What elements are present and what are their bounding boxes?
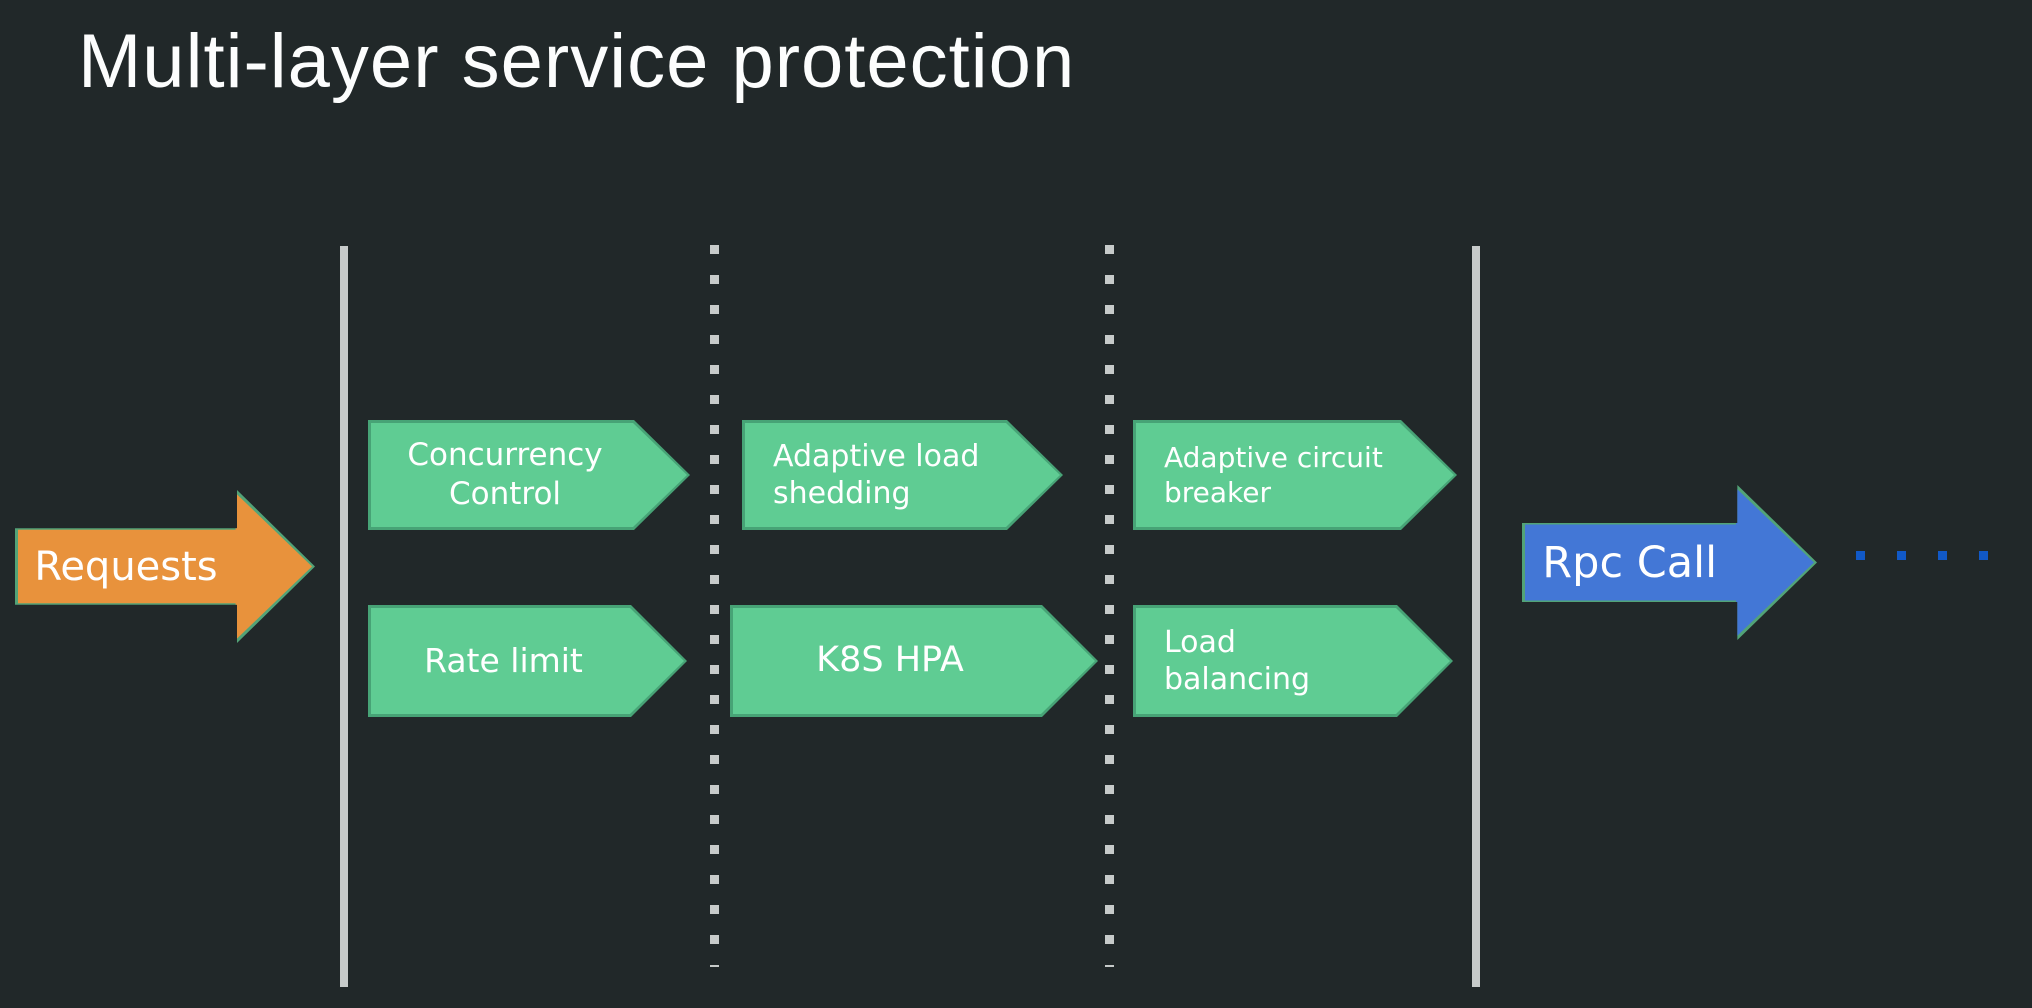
stage-adaptive-load-shedding-label: Adaptive load shedding [773,438,980,511]
continuation-dot [1979,551,1988,560]
stage-k8s-hpa: K8S HPA [730,605,1098,717]
boundary-line-exit [1472,246,1480,987]
stage-concurrency-control-label: Concurrency Control [407,437,603,512]
stage-rate-limit-label: Rate limit [424,641,583,681]
stage-load-balancing: Load balancing [1133,605,1453,717]
stage-fill: Adaptive load shedding [745,423,1060,527]
stage-fill: Load balancing [1136,608,1450,714]
continuation-dot [1897,551,1906,560]
stage-fill: Rate limit [371,608,684,714]
continuation-dot [1856,551,1865,560]
stage-load-balancing-label: Load balancing [1164,624,1311,697]
slide-title: Multi-layer service protection [78,19,1076,104]
rpc-call-arrow: Rpc Call [1522,485,1817,640]
stage-adaptive-circuit-breaker-label: Adaptive circuit breaker [1164,441,1383,509]
stage-concurrency-control: Concurrency Control [368,420,690,530]
rpc-call-arrow-label: Rpc Call [1542,537,1718,588]
stage-adaptive-circuit-breaker: Adaptive circuit breaker [1133,420,1457,530]
boundary-line-entry [340,246,348,987]
requests-arrow-label: Requests [34,543,218,590]
stage-adaptive-load-shedding: Adaptive load shedding [742,420,1063,530]
stage-fill: Adaptive circuit breaker [1136,423,1454,527]
stage-fill: K8S HPA [733,608,1095,714]
layer-separator-2 [1105,245,1114,967]
stage-k8s-hpa-label: K8S HPA [816,640,964,681]
continuation-dots [1856,551,1988,560]
requests-arrow: Requests [15,490,315,643]
continuation-dot [1938,551,1947,560]
layer-separator-1 [710,245,719,967]
stage-fill: Concurrency Control [371,423,687,527]
stage-rate-limit: Rate limit [368,605,687,717]
